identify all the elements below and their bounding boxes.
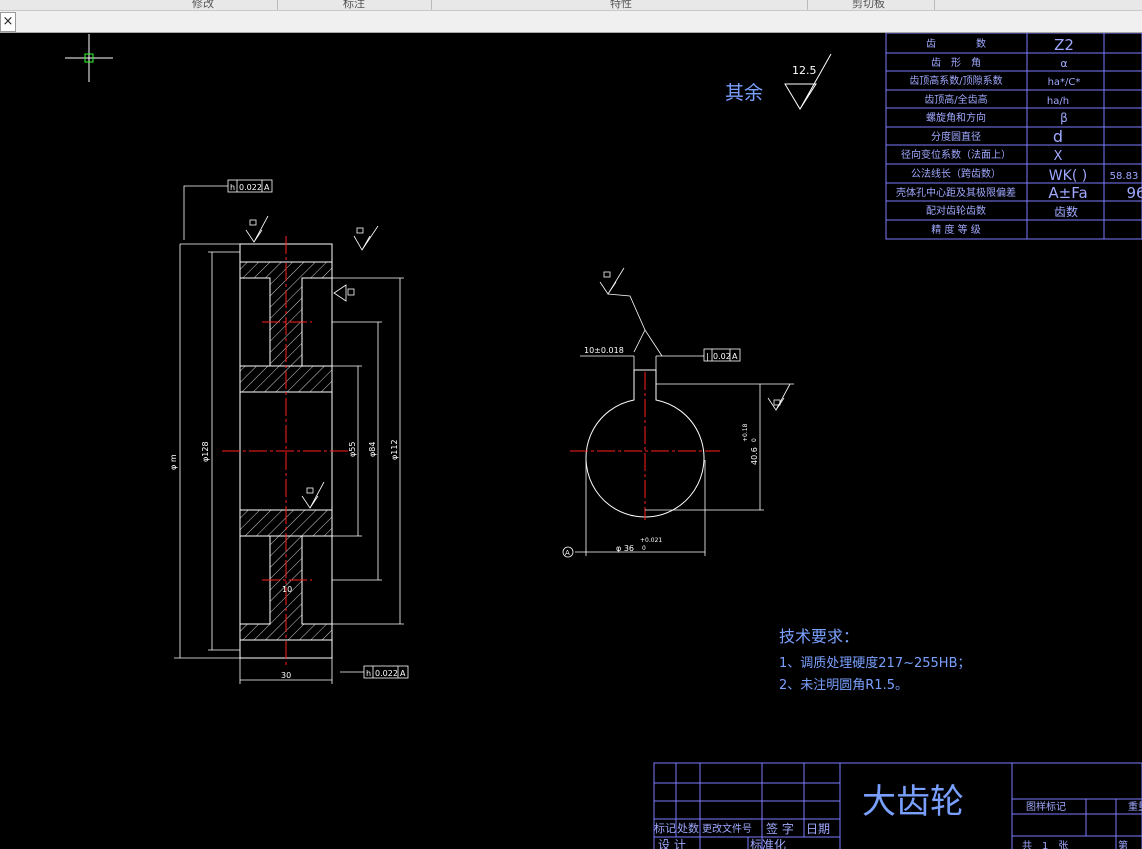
table-row-label: 壳体孔中心距及其极限偏差 [896,186,1016,199]
table-row-label: 螺旋角和方向 [926,111,986,124]
ribbon-group-modify[interactable]: 修改 [192,0,214,10]
table-row-value: Z2 [1054,36,1074,54]
key-depth-tol-lower: 0 [751,438,758,442]
tech-req-item: 1、调质处理硬度217~255HB； [779,655,970,671]
ribbon-group-properties[interactable]: 特性 [610,0,632,10]
table-row-label: 精 度 等 级 [931,223,981,236]
table-row-label: 齿顶高/全齿高 [924,93,987,106]
sheet-number: 第 [1118,839,1128,849]
rest-roughness-value: 12.5 [792,64,817,77]
ribbon-group-clipboard[interactable]: 剪切板 [852,0,885,10]
bore-tol-lower: 0 [642,545,646,552]
dim-diameter-112: φ112 [390,439,399,460]
header-mark: 标记 [654,821,676,835]
ribbon-group-dimension[interactable]: 标注 [343,0,365,10]
table-row-value: ha/h [1047,96,1069,107]
table-row-value: 齿数 [1054,204,1078,219]
dim-face-width: 30 [281,671,291,680]
runout-datum-top: A [264,183,270,192]
document-tab-bar: × [0,11,1142,33]
gear-section-view: φ m φ128 φ55 φ84 φ112 30 10 h 0.022 A h … [169,179,409,684]
table-row-label: 齿 数 [926,37,986,50]
dim-diameter-55: φ55 [348,442,357,457]
runout-value-bottom: 0.022 [375,669,398,678]
svg-text:h: h [230,183,235,192]
technical-requirements: 技术要求： 1、调质处理硬度217~255HB； 2、未注明圆角R1.5。 [779,627,970,693]
title-block: 大齿轮 标记 处数 更改文件号 签 字 日期 设 计 标准化 图样标记 重量 共… [653,762,1142,849]
table-row-value: A±Fa [1048,184,1087,202]
rest-roughness-label: 其余 [725,82,763,104]
table-row-label: 配对齿轮齿数 [926,204,986,217]
runout-datum-bottom: A [400,669,406,678]
table-row-value: WK( ) [1049,168,1087,184]
keyway-width-dim: 10±0.018 [584,346,624,355]
close-icon[interactable]: × [0,12,16,32]
symmetry-value: 0.02 [713,352,731,361]
ribbon-group-labels: 修改 标注 特性 剪切板 [0,0,1142,11]
table-row-value: d [1053,127,1063,146]
dim-tip-diameter: φ m [169,454,178,470]
runout-tolerance-top: h 0.022 A [227,179,273,193]
tech-req-title: 技术要求： [779,627,859,646]
table-row-value: β [1060,111,1068,125]
dim-web-thickness: 10 [282,585,292,594]
bore-tol-upper: +0.021 [640,537,662,544]
table-row-label: 公法线长（跨齿数） [911,167,1001,180]
key-depth-dim: 40.6 [750,447,759,465]
table-row-value: α [1060,57,1067,70]
datum-a-label: A [565,549,570,557]
row-standard: 标准化 [750,838,786,849]
runout-tolerance-bottom: h 0.022 A [363,665,409,679]
header-change-doc: 更改文件号 [702,822,752,835]
row-design: 设 计 [658,838,686,849]
header-count: 处数 [677,822,699,835]
dim-diameter-128: φ128 [201,441,210,462]
key-depth-tol-upper: +0.18 [742,423,749,442]
rest-roughness-symbol: 其余 12.5 [725,53,832,110]
runout-value-top: 0.022 [239,183,262,192]
svg-text:h: h [366,669,371,678]
crosshair-cursor-icon [65,34,113,82]
dim-diameter-84: φ84 [368,442,377,457]
table-row-label: 分度圆直径 [931,130,981,143]
part-name: 大齿轮 [862,782,964,822]
bore-diameter-dim: φ 36 [616,544,634,553]
table-row-label: 齿顶高系数/顶隙系数 [909,74,1002,87]
sheet-total: 共 1 张 [1022,840,1068,849]
symmetry-tolerance-frame: | 0.02 A [703,348,741,362]
drawing-canvas[interactable]: 其余 12.5 齿 数 齿 形 角 齿顶高系数/顶隙系数 齿顶高/全齿高 螺旋角… [0,33,1142,849]
header-signature: 签 字 [766,821,794,836]
gear-parameter-table: 齿 数 齿 形 角 齿顶高系数/顶隙系数 齿顶高/全齿高 螺旋角和方向 分度圆直… [885,33,1142,240]
table-row-value: ha*/C* [1048,77,1081,88]
table-row-value: X [1054,149,1063,164]
table-row-label: 齿 形 角 [931,57,981,69]
symmetry-datum: A [732,352,738,361]
tech-req-item: 2、未注明圆角R1.5。 [779,678,908,693]
stage-mark-label: 图样标记 [1026,800,1066,813]
table-row-extra: 96 [1126,184,1142,202]
svg-text:|: | [706,352,709,361]
weight-label: 重量 [1128,800,1142,813]
hub-bore-view: A 10±0.018 | 0.02 A 40.6 +0.18 0 φ 36 +0… [562,267,794,558]
table-row-extra: 58.83 [1110,171,1139,182]
header-date: 日期 [806,822,830,836]
table-row-label: 径向变位系数（法面上） [901,148,1011,161]
